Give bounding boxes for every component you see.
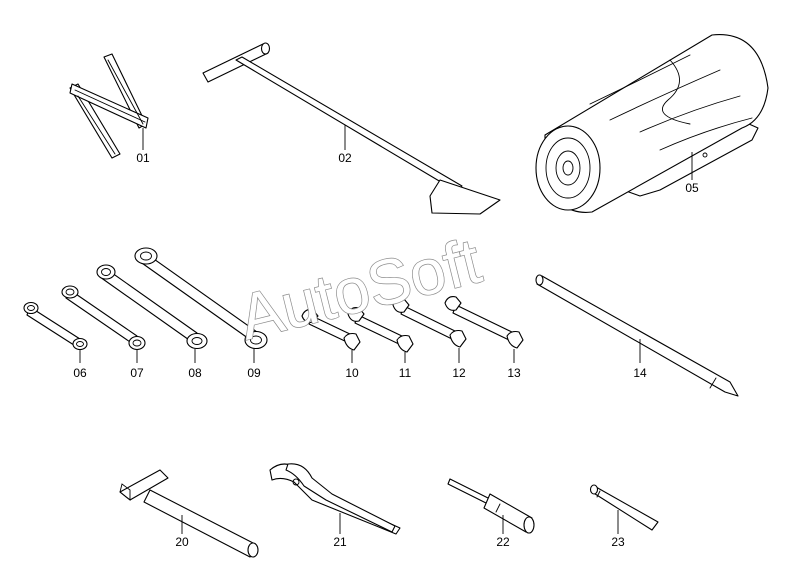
- part-label-09: 09: [247, 366, 261, 380]
- part-label-20: 20: [175, 535, 189, 549]
- part-label-02: 02: [338, 151, 352, 165]
- part-01-folding-rule[interactable]: 01: [69, 53, 150, 165]
- part-21-water-pump-pliers[interactable]: 21: [269, 463, 401, 549]
- part-13-open-end-spanner[interactable]: 13: [444, 296, 524, 380]
- part-09-ring-spanner[interactable]: 09: [134, 247, 268, 380]
- part-02-tyre-lever[interactable]: 02: [202, 42, 501, 215]
- part-07-ring-spanner[interactable]: 07: [61, 285, 146, 380]
- part-label-14: 14: [633, 366, 647, 380]
- part-label-06: 06: [73, 366, 87, 380]
- part-label-13: 13: [507, 366, 521, 380]
- part-label-05: 05: [685, 181, 699, 195]
- part-label-08: 08: [188, 366, 202, 380]
- part-05-tool-roll[interactable]: 05: [535, 34, 769, 213]
- part-label-10: 10: [345, 366, 359, 380]
- part-label-11: 11: [399, 366, 412, 380]
- part-06-ring-spanner[interactable]: 06: [23, 301, 88, 381]
- part-08-ring-spanner[interactable]: 08: [96, 264, 208, 380]
- part-label-12: 12: [452, 366, 466, 380]
- part-12-open-end-spanner[interactable]: 12: [392, 298, 467, 380]
- part-14-drift-bar[interactable]: 14: [535, 274, 739, 397]
- part-10-open-end-spanner[interactable]: 10: [301, 309, 361, 380]
- part-label-21: 21: [333, 535, 347, 549]
- part-label-22: 22: [496, 535, 510, 549]
- part-label-01: 01: [136, 151, 150, 165]
- part-label-07: 07: [130, 366, 144, 380]
- part-11-open-end-spanner[interactable]: 11: [347, 307, 414, 380]
- part-23-pin-punch[interactable]: 23: [589, 484, 659, 549]
- part-label-23: 23: [611, 535, 625, 549]
- part-20-hammer[interactable]: 20: [119, 469, 259, 558]
- part-22-screwdriver[interactable]: 22: [447, 478, 535, 549]
